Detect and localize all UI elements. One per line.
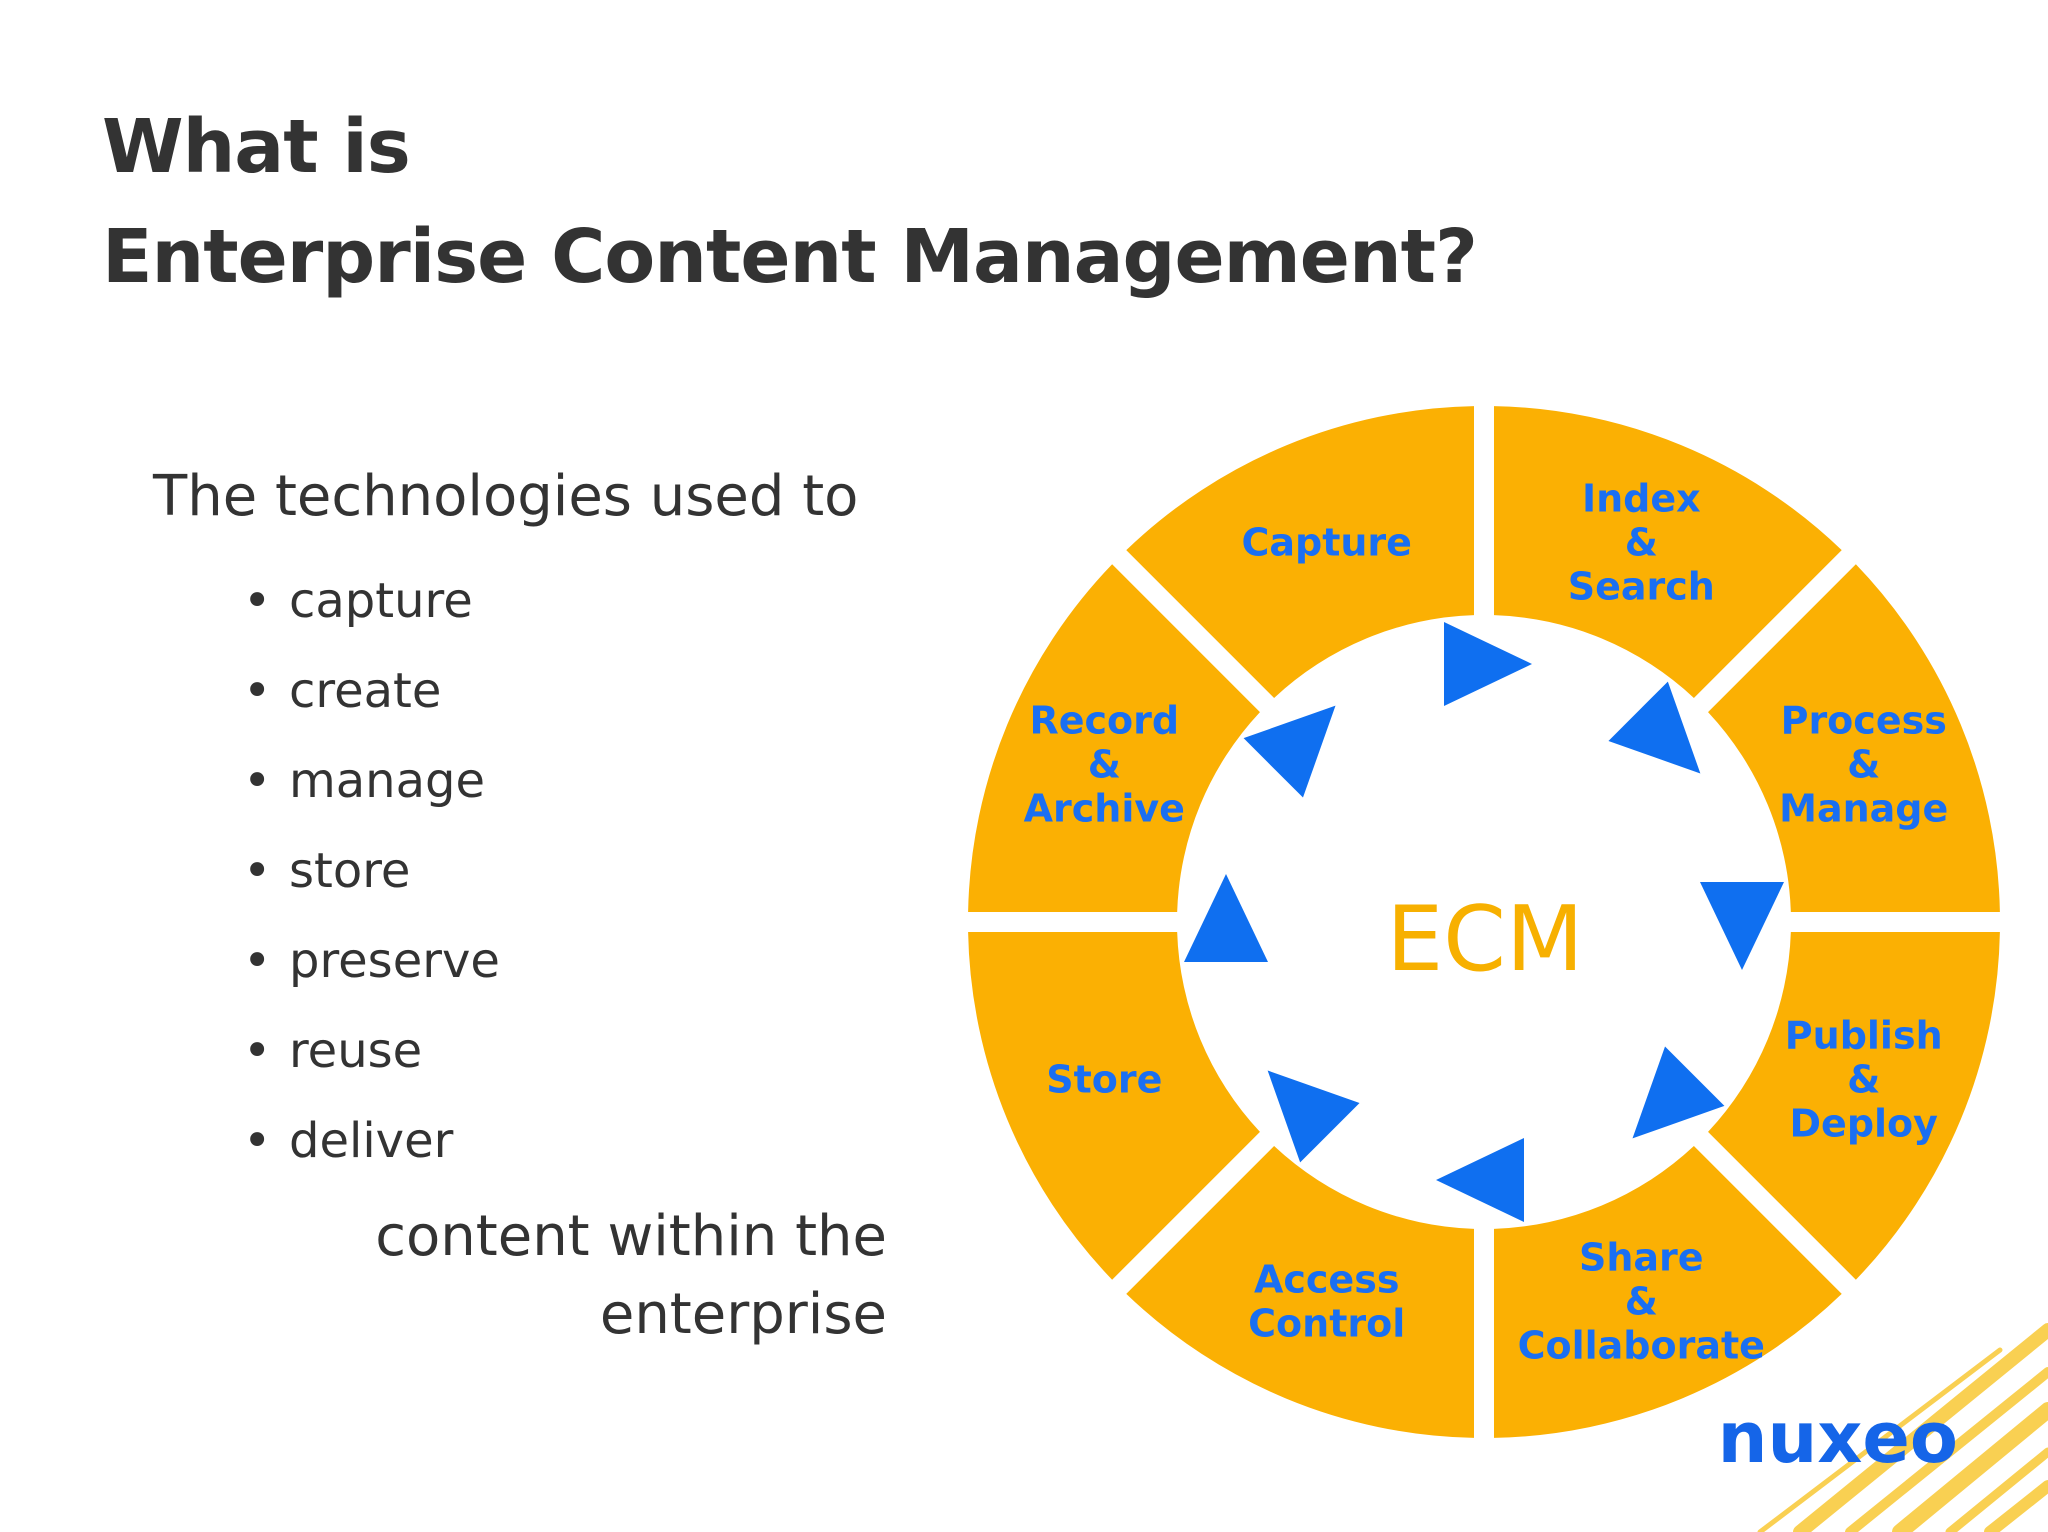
bullet-item: • deliver <box>243 1106 500 1196</box>
segment-publish-deploy <box>1708 931 2000 1280</box>
segment-label-line: Collaborate <box>1518 1324 1765 1368</box>
bullet-text: create <box>289 663 442 719</box>
clockwise-arrow-icon <box>1184 874 1268 962</box>
clockwise-arrow-icon <box>1267 1070 1360 1163</box>
slide-title-line-1: What is <box>102 104 411 190</box>
bullet-item: • store <box>243 836 500 926</box>
clockwise-arrow-icon <box>1436 1138 1524 1222</box>
segment-label-line: Process <box>1781 699 1947 743</box>
clockwise-arrow-icon <box>1700 882 1784 970</box>
segment-label-line: & <box>1088 743 1121 787</box>
segment-label-store: Store <box>1046 1057 1162 1101</box>
segment-label-line: Access <box>1254 1258 1399 1302</box>
ecm-center-label: ECM <box>1386 887 1583 992</box>
segment-label-line: Record <box>1029 699 1179 743</box>
corner-brush-decoration <box>1757 1323 2048 1532</box>
segment-label-line: Control <box>1248 1302 1405 1346</box>
segment-label-publish-deploy: Publish&Deploy <box>1785 1013 1943 1145</box>
bullet-item: • reuse <box>243 1016 500 1106</box>
outro-text: content within the enterprise <box>300 1198 887 1354</box>
segment-label-share-collaborate: Share&Collaborate <box>1518 1236 1765 1368</box>
bullet-dot-icon: • <box>243 573 272 629</box>
outro-line-2: enterprise <box>599 1282 887 1347</box>
segment-label-line: Share <box>1579 1236 1704 1280</box>
bullet-item: • create <box>243 656 500 746</box>
segment-label-line: & <box>1625 1280 1658 1324</box>
segment-process-manage <box>1708 564 2000 913</box>
bullet-dot-icon: • <box>243 1113 272 1169</box>
bullet-list: • capture • create • manage • store • preserv… <box>243 566 500 1196</box>
segment-label-capture: Capture <box>1241 520 1411 564</box>
segment-record-archive <box>968 564 1260 913</box>
ring-segments <box>968 406 2000 1438</box>
bullet-dot-icon: • <box>243 663 272 719</box>
segment-labels: Index&SearchProcess&ManagePublish&Deploy… <box>1024 476 1949 1367</box>
bullet-text: deliver <box>289 1113 454 1169</box>
segment-label-line: Publish <box>1785 1013 1943 1057</box>
segment-capture <box>1126 406 1475 698</box>
clockwise-arrow-icon <box>1243 705 1336 798</box>
bullet-text: preserve <box>289 933 500 989</box>
segment-label-line: Store <box>1046 1057 1162 1101</box>
segment-label-line: Deploy <box>1790 1101 1939 1145</box>
segment-label-line: Capture <box>1241 520 1411 564</box>
segment-label-line: & <box>1847 743 1880 787</box>
segment-label-process-manage: Process&Manage <box>1779 699 1948 831</box>
bullet-dot-icon: • <box>243 843 272 899</box>
segment-label-index-search: Index&Search <box>1568 476 1715 608</box>
intro-text: The technologies used to <box>153 464 859 529</box>
segment-label-line: Index <box>1582 476 1701 520</box>
bullet-text: capture <box>289 573 473 629</box>
bullet-item: • manage <box>243 746 500 836</box>
segment-label-line: & <box>1625 520 1658 564</box>
segment-label-record-archive: Record&Archive <box>1024 699 1185 831</box>
slide-title-line-2: Enterprise Content Management? <box>102 214 1478 300</box>
bullet-text: reuse <box>289 1023 423 1079</box>
segment-label-line: Search <box>1568 564 1715 608</box>
clockwise-arrow-icon <box>1632 1046 1725 1139</box>
bullet-dot-icon: • <box>243 753 272 809</box>
bullet-dot-icon: • <box>243 933 272 989</box>
segment-access-control <box>1126 1146 1475 1438</box>
bullet-text: manage <box>289 753 486 809</box>
segment-label-line: Archive <box>1024 787 1185 831</box>
slide-title: What is Enterprise Content Management? <box>102 92 1478 312</box>
segment-label-line: & <box>1847 1057 1880 1101</box>
segment-share-collaborate <box>1493 1146 1842 1438</box>
bullet-text: store <box>289 843 411 899</box>
ring-arrows <box>1184 622 1784 1222</box>
bullet-item: • capture <box>243 566 500 656</box>
segment-label-line: Manage <box>1779 787 1948 831</box>
nuxeo-logo: nuxeo <box>1718 1397 1958 1479</box>
bullet-dot-icon: • <box>243 1023 272 1079</box>
clockwise-arrow-icon <box>1444 622 1532 706</box>
outro-line-1: content within the <box>375 1204 887 1269</box>
segment-index-search <box>1493 406 1842 698</box>
segment-store <box>968 931 1260 1280</box>
clockwise-arrow-icon <box>1608 681 1701 774</box>
bullet-item: • preserve <box>243 926 500 1016</box>
